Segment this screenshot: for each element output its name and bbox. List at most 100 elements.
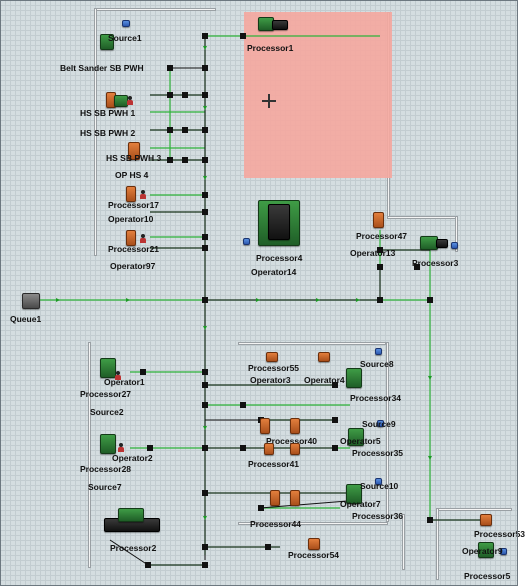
network-node[interactable] bbox=[202, 65, 208, 71]
processor-object[interactable] bbox=[260, 418, 270, 434]
processor-label: Processor1 bbox=[247, 43, 294, 53]
processor-object[interactable] bbox=[346, 368, 362, 388]
processor-object[interactable] bbox=[348, 428, 364, 446]
processor-object[interactable] bbox=[126, 230, 136, 246]
network-node[interactable] bbox=[332, 417, 338, 423]
processor-object[interactable] bbox=[346, 484, 362, 504]
processor-object[interactable] bbox=[100, 358, 116, 378]
processor-object[interactable] bbox=[290, 443, 300, 455]
source-label: Source10 bbox=[360, 481, 399, 491]
crosshair-icon bbox=[262, 94, 276, 108]
processor-object[interactable] bbox=[268, 204, 290, 240]
source-flag-icon bbox=[500, 548, 507, 555]
network-node[interactable] bbox=[182, 92, 188, 98]
processor-object[interactable] bbox=[436, 239, 448, 248]
network-node[interactable] bbox=[167, 92, 173, 98]
network-node[interactable] bbox=[427, 297, 433, 303]
processor-object[interactable] bbox=[290, 490, 300, 506]
network-node[interactable] bbox=[182, 157, 188, 163]
network-node[interactable] bbox=[202, 157, 208, 163]
network-node[interactable] bbox=[202, 544, 208, 550]
processor-label: OP HS 4 bbox=[115, 170, 149, 180]
network-node[interactable] bbox=[202, 33, 208, 39]
processor-label: Processor2 bbox=[110, 543, 157, 553]
processor-object[interactable] bbox=[373, 212, 384, 228]
processor-object[interactable] bbox=[318, 352, 330, 362]
network-node[interactable] bbox=[147, 445, 153, 451]
network-node[interactable] bbox=[202, 297, 208, 303]
operator-figure-icon[interactable] bbox=[140, 234, 146, 243]
network-node[interactable] bbox=[167, 157, 173, 163]
processor-object[interactable] bbox=[290, 418, 300, 434]
network-node[interactable] bbox=[377, 247, 383, 253]
source-label: Source1 bbox=[108, 33, 142, 43]
operator-label: Operator9 bbox=[462, 546, 503, 556]
operator-figure-icon[interactable] bbox=[127, 96, 133, 105]
network-node[interactable] bbox=[202, 562, 208, 568]
network-node[interactable] bbox=[377, 264, 383, 270]
operator-figure-icon[interactable] bbox=[115, 371, 121, 380]
processor-object[interactable] bbox=[308, 538, 320, 550]
processor-label: Processor4 bbox=[256, 253, 303, 263]
operator-figure-icon[interactable] bbox=[118, 443, 124, 452]
processor-object[interactable] bbox=[478, 542, 494, 558]
network-node[interactable] bbox=[145, 562, 151, 568]
processor-object[interactable] bbox=[264, 443, 274, 455]
processor-label: Processor27 bbox=[80, 389, 132, 399]
operator-label: Operator14 bbox=[251, 267, 297, 277]
processor-label: Processor53 bbox=[474, 529, 525, 539]
network-node[interactable] bbox=[167, 65, 173, 71]
network-node[interactable] bbox=[167, 127, 173, 133]
network-node[interactable] bbox=[265, 544, 271, 550]
network-node[interactable] bbox=[427, 517, 433, 523]
source-label: Source7 bbox=[88, 482, 122, 492]
processor-object[interactable] bbox=[272, 20, 288, 30]
processor-label: Processor3 bbox=[412, 258, 459, 268]
network-node[interactable] bbox=[240, 402, 246, 408]
network-node[interactable] bbox=[202, 245, 208, 251]
network-node[interactable] bbox=[140, 369, 146, 375]
source-label: Source8 bbox=[360, 359, 394, 369]
queue-label: Queue1 bbox=[10, 314, 42, 324]
processor-object[interactable] bbox=[100, 434, 116, 454]
processor-label: Processor5 bbox=[464, 571, 511, 581]
processor-object[interactable] bbox=[480, 514, 492, 526]
network-node[interactable] bbox=[258, 505, 264, 511]
queue-object[interactable] bbox=[22, 293, 40, 309]
processor-object[interactable] bbox=[270, 490, 280, 506]
network-node[interactable] bbox=[202, 402, 208, 408]
source-flag-icon bbox=[377, 420, 384, 427]
wall-step-right bbox=[455, 216, 458, 252]
processor-object[interactable] bbox=[114, 95, 128, 107]
processor-object[interactable] bbox=[266, 352, 278, 362]
network-node[interactable] bbox=[332, 382, 338, 388]
network-node[interactable] bbox=[202, 192, 208, 198]
processor-object[interactable] bbox=[118, 508, 144, 522]
source-object[interactable] bbox=[100, 34, 114, 50]
network-node[interactable] bbox=[332, 445, 338, 451]
network-node[interactable] bbox=[202, 92, 208, 98]
network-node[interactable] bbox=[202, 490, 208, 496]
network-node[interactable] bbox=[240, 445, 246, 451]
network-node[interactable] bbox=[414, 264, 420, 270]
operator-figure-icon[interactable] bbox=[140, 190, 146, 199]
processor-object[interactable] bbox=[126, 186, 136, 202]
network-node[interactable] bbox=[202, 445, 208, 451]
wall-bottom-inner bbox=[402, 514, 405, 570]
wall-left-upper bbox=[94, 8, 97, 256]
network-node[interactable] bbox=[182, 127, 188, 133]
network-node[interactable] bbox=[202, 234, 208, 240]
network-node[interactable] bbox=[202, 209, 208, 215]
network-node[interactable] bbox=[240, 33, 246, 39]
network-node[interactable] bbox=[377, 297, 383, 303]
network-node[interactable] bbox=[202, 369, 208, 375]
source-label: Source9 bbox=[362, 419, 396, 429]
processor-label: Processor47 bbox=[356, 231, 408, 241]
processor-object[interactable] bbox=[128, 142, 140, 160]
processor-label: Belt Sander SB PWH bbox=[60, 63, 144, 73]
wall-lower-inner-bottom bbox=[238, 522, 388, 525]
network-node[interactable] bbox=[202, 382, 208, 388]
network-node[interactable] bbox=[202, 127, 208, 133]
operator-label: Operator97 bbox=[110, 261, 156, 271]
